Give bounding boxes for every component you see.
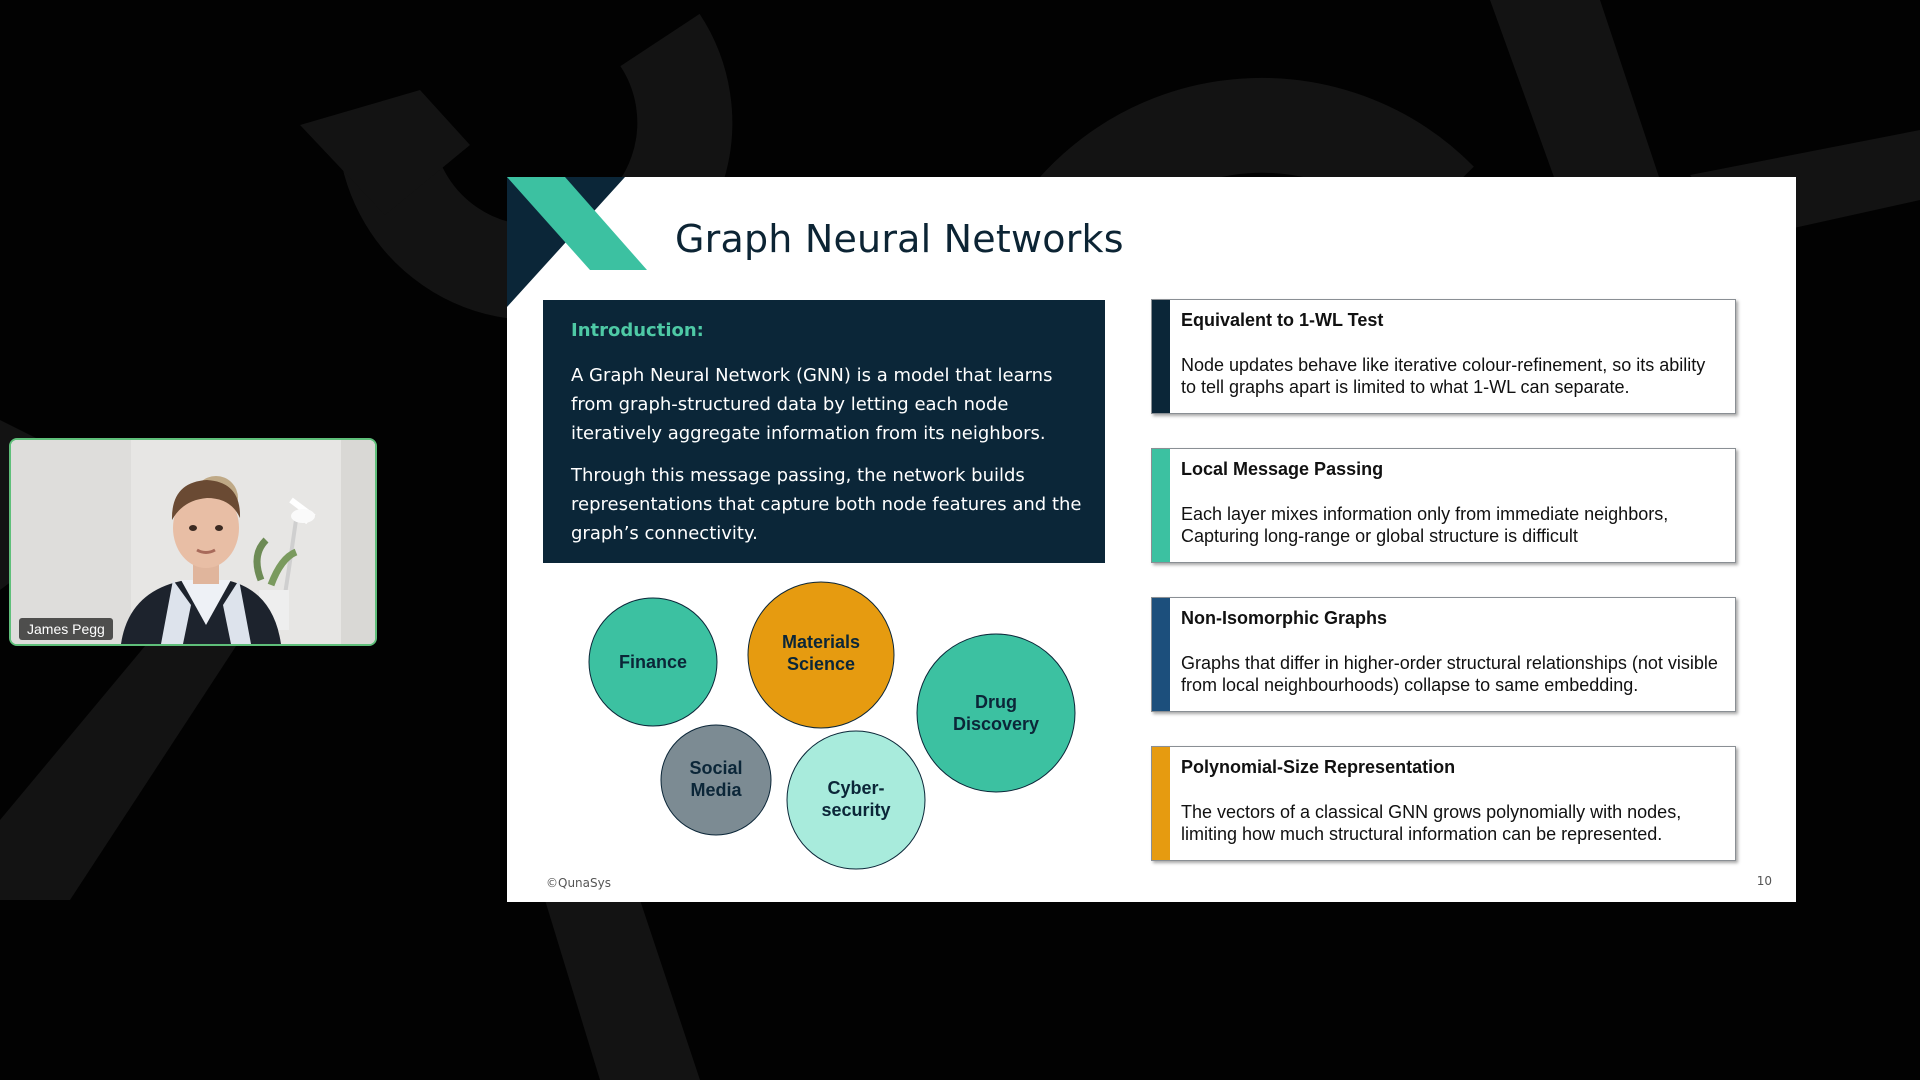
- introduction-paragraph-1: A Graph Neural Network (GNN) is a model …: [571, 365, 1053, 444]
- bubble-materials-science: Materials Science: [747, 581, 895, 729]
- participant-name-tag: James Pegg: [19, 618, 113, 640]
- card-local-message-passing: Local Message Passing Each layer mixes i…: [1151, 448, 1736, 563]
- svg-text:Social: Social: [689, 758, 742, 778]
- qunasys-x-logo-icon: [507, 177, 647, 307]
- card-equivalent-1wl: Equivalent to 1-WL Test Node updates beh…: [1151, 299, 1736, 414]
- svg-text:Drug: Drug: [975, 692, 1017, 712]
- svg-text:Finance: Finance: [619, 652, 687, 672]
- card-text: Node updates behave like iterative colou…: [1181, 355, 1706, 397]
- svg-text:Materials: Materials: [782, 632, 860, 652]
- svg-text:Science: Science: [787, 654, 855, 674]
- card-title: Non-Isomorphic Graphs: [1181, 608, 1388, 628]
- bubble-finance: Finance: [588, 597, 718, 727]
- card-title: Equivalent to 1-WL Test: [1181, 310, 1384, 330]
- card-non-isomorphic-graphs: Non-Isomorphic Graphs Graphs that differ…: [1151, 597, 1736, 712]
- introduction-paragraph-2: Through this message passing, the networ…: [571, 465, 1082, 544]
- svg-text:Media: Media: [690, 780, 742, 800]
- bubble-social-media: Social Media: [660, 724, 772, 836]
- introduction-heading: Introduction:: [571, 320, 704, 341]
- bubble-drug-discovery: Drug Discovery: [916, 633, 1076, 793]
- participant-video-feed: [11, 440, 375, 644]
- card-stripe: [1152, 747, 1170, 860]
- introduction-panel: Introduction: A Graph Neural Network (GN…: [543, 300, 1105, 563]
- slide-page-number: 10: [1756, 874, 1772, 888]
- card-text: Graphs that differ in higher-order struc…: [1181, 653, 1718, 695]
- card-stripe: [1152, 598, 1170, 711]
- svg-text:security: security: [821, 800, 890, 820]
- card-stripe: [1152, 449, 1170, 562]
- slide-copyright: ©QunaSys: [546, 876, 611, 890]
- svg-text:Discovery: Discovery: [953, 714, 1039, 734]
- application-bubbles: Finance Materials Science Drug Discovery…: [588, 581, 1076, 870]
- presentation-slide: Graph Neural Networks Introduction: A Gr…: [507, 177, 1796, 902]
- participant-video-tile[interactable]: James Pegg: [9, 438, 377, 646]
- card-stripe: [1152, 300, 1170, 413]
- svg-text:Cyber-: Cyber-: [827, 778, 884, 798]
- card-polynomial-size: Polynomial-Size Representation The vecto…: [1151, 746, 1736, 861]
- bubble-cybersecurity: Cyber- security: [786, 730, 926, 870]
- card-text: Each layer mixes information only from i…: [1181, 504, 1669, 546]
- card-text: The vectors of a classical GNN grows pol…: [1181, 802, 1682, 844]
- card-title: Local Message Passing: [1181, 459, 1384, 479]
- card-title: Polynomial-Size Representation: [1181, 757, 1456, 777]
- slide-title: Graph Neural Networks: [675, 217, 1124, 261]
